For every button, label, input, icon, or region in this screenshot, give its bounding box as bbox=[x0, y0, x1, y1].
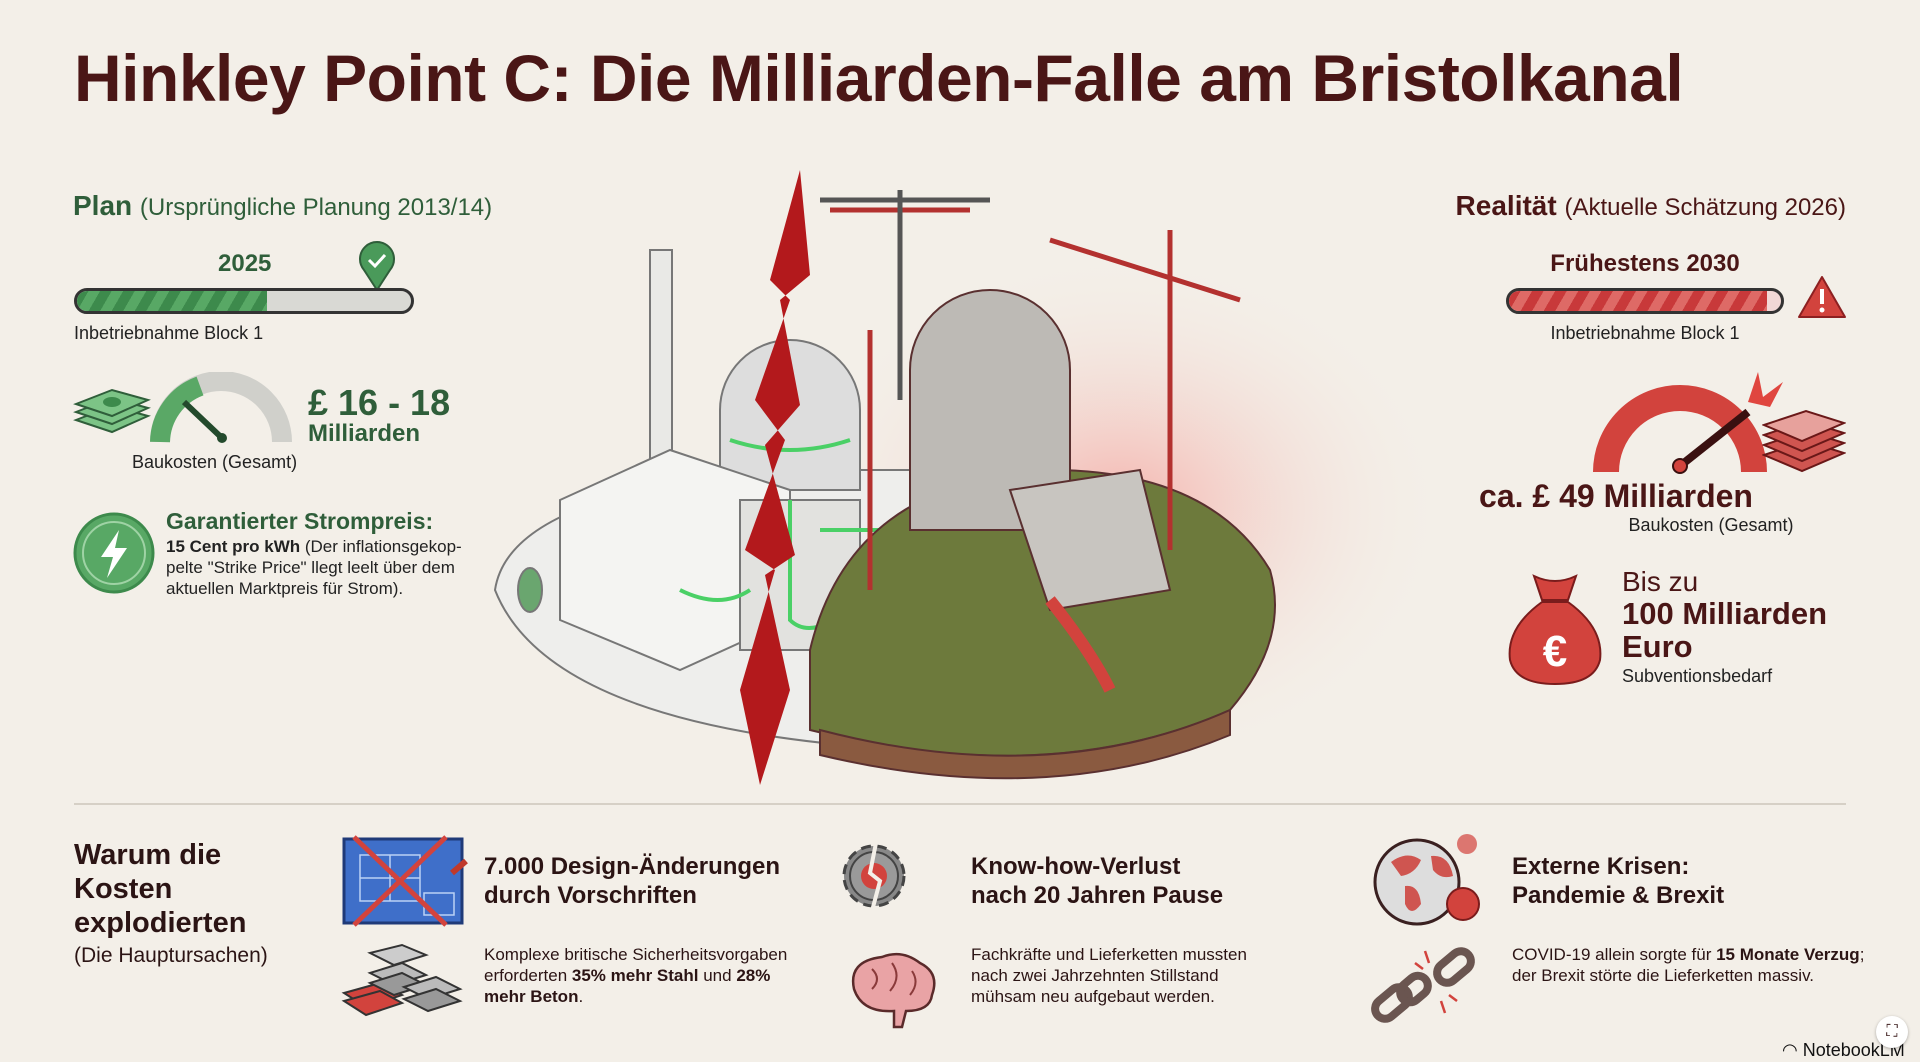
cause-1-text: Komplexe britische Sicherheitsvorgaben e… bbox=[484, 945, 788, 1006]
warning-icon bbox=[1798, 276, 1846, 318]
plan-year: 2025 bbox=[218, 250, 272, 277]
section-divider bbox=[74, 803, 1846, 805]
scan-text-button[interactable]: ⛶ bbox=[1876, 1016, 1908, 1048]
check-pin-icon bbox=[359, 241, 395, 292]
reality-cost-value: ca. £ 49 Milliarden bbox=[1479, 478, 1753, 514]
plant-comparison-illustration bbox=[493, 170, 1445, 785]
cause-3-text: COVID-19 allein sorgte für 15 Monate Ver… bbox=[1512, 945, 1865, 985]
steel-concrete-stack-icon bbox=[341, 943, 463, 1017]
globe-virus-icon bbox=[1373, 834, 1480, 926]
subsidy-pre: Bis zu bbox=[1622, 566, 1699, 597]
subsidy-value: 100 Milliarden bbox=[1622, 596, 1828, 631]
crack-icon bbox=[740, 170, 810, 785]
reality-heading: Realität (Aktuelle Schätzung 2026) bbox=[1455, 190, 1846, 221]
svg-text:€: € bbox=[1543, 627, 1567, 676]
overloaded-gauge-icon bbox=[1593, 372, 1783, 474]
notebooklm-logo: ◠ NotebookLM bbox=[1782, 1040, 1905, 1060]
subsidy-currency: Euro bbox=[1622, 629, 1693, 664]
broken-gear-icon bbox=[842, 842, 906, 912]
plan-progress-bar bbox=[74, 288, 414, 314]
subsidy-label: Subventionsbedarf bbox=[1622, 666, 1773, 686]
plan-cost-value: £ 16 - 18 bbox=[308, 382, 451, 423]
reality-year: Frühestens 2030 bbox=[1550, 250, 1740, 277]
planned-plant bbox=[493, 249, 911, 752]
cost-gauge-icon bbox=[150, 372, 292, 443]
plan-progress-label: Inbetriebnahme Block 1 bbox=[74, 323, 264, 343]
ruined-plant bbox=[809, 190, 1276, 780]
cause-3-title: Externe Krisen:Pandemie & Brexit bbox=[1512, 853, 1725, 909]
euro-money-bag-icon: € bbox=[1508, 574, 1602, 686]
cause-2-text: Fachkräfte und Lieferketten mussten nach… bbox=[971, 945, 1247, 1006]
broken-chain-icon bbox=[1371, 947, 1475, 1023]
plan-cost-label: Baukosten (Gesamt) bbox=[132, 452, 298, 472]
reality-progress-bar bbox=[1506, 288, 1784, 314]
price-heading: Garantierter Strompreis: bbox=[166, 508, 434, 534]
plan-cost-unit: Milliarden bbox=[308, 420, 421, 447]
plan-heading: Plan (Ursprüngliche Planung 2013/14) bbox=[73, 190, 493, 221]
causes-subheading: (Die Hauptursachen) bbox=[74, 944, 268, 967]
brain-icon bbox=[851, 952, 936, 1029]
money-stack-icon bbox=[73, 388, 151, 434]
page-title: Hinkley Point C: Die Milliarden-Falle am… bbox=[74, 41, 1684, 115]
price-text: 15 Cent pro kWh (Der inflationsgekop-pel… bbox=[166, 537, 462, 598]
crossed-blueprint-icon bbox=[342, 835, 468, 927]
money-stack-red-icon bbox=[1762, 409, 1846, 473]
reality-cost-label: Baukosten (Gesamt) bbox=[1628, 515, 1794, 535]
lightning-icon bbox=[73, 512, 155, 594]
reality-progress-label: Inbetriebnahme Block 1 bbox=[1550, 323, 1740, 343]
